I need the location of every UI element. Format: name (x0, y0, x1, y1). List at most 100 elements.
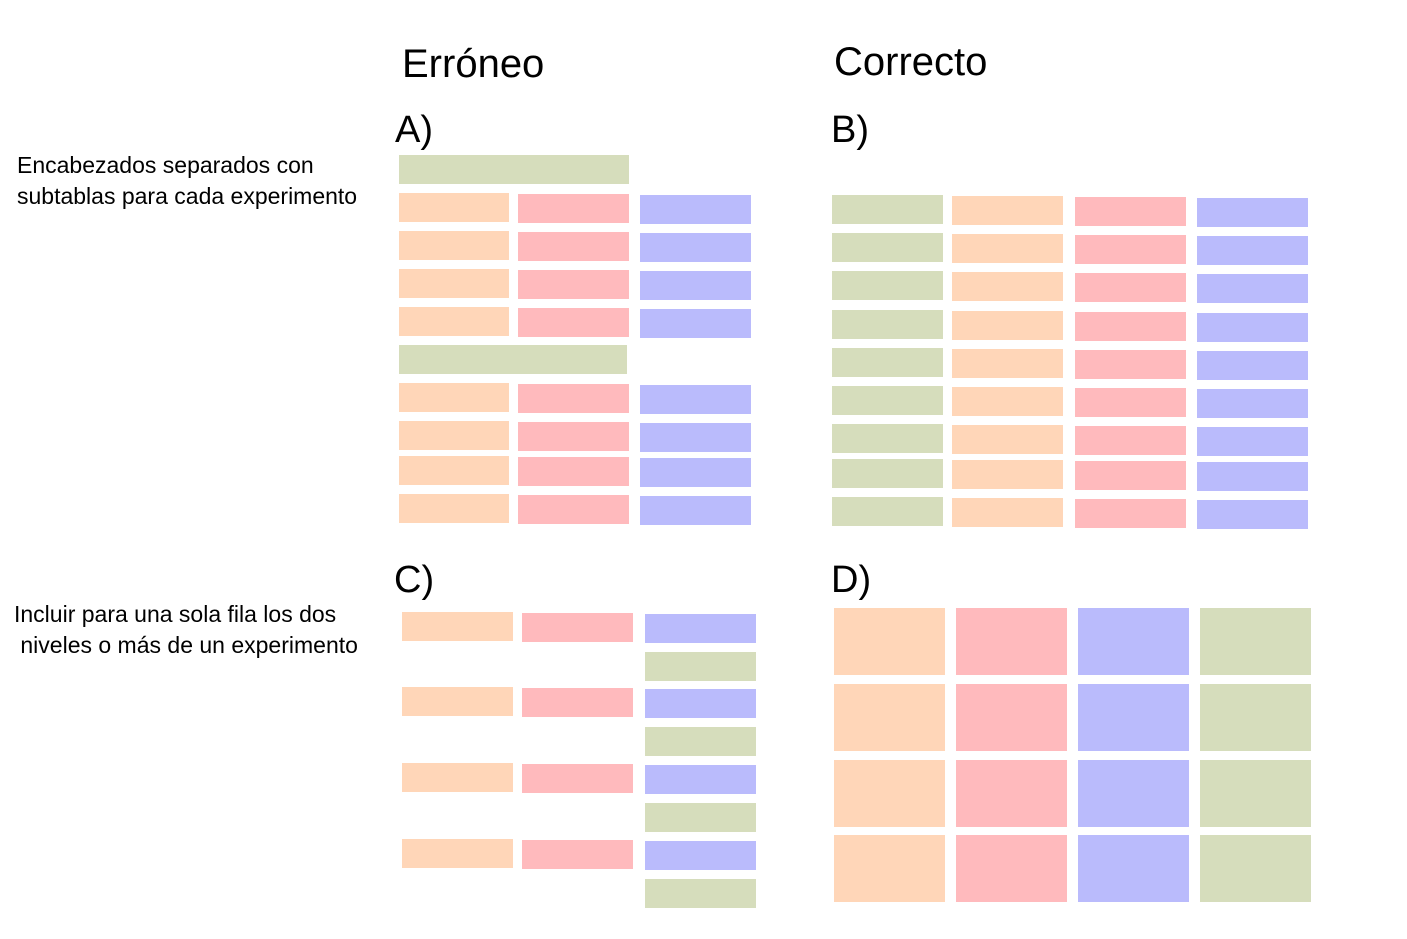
cell-blue (640, 309, 751, 338)
cell-green (832, 271, 943, 300)
cell-green (832, 386, 943, 415)
cell-peach (399, 494, 509, 523)
cell-peach (952, 498, 1063, 527)
cell-blue (1197, 389, 1308, 418)
cell-peach (834, 608, 945, 675)
cell-peach (834, 760, 945, 827)
cell-green (832, 348, 943, 377)
cell-pink (1075, 350, 1186, 379)
cell-green (1200, 835, 1311, 902)
cell-green (1200, 684, 1311, 751)
subtable-header (399, 345, 627, 374)
cell-peach (952, 311, 1063, 340)
cell-pink (956, 608, 1067, 675)
cell-green (645, 652, 756, 681)
cell-green (832, 310, 943, 339)
cell-blue (1078, 608, 1189, 675)
panel-label-d: D) (831, 559, 872, 601)
cell-blue (640, 496, 751, 525)
cell-green (832, 497, 943, 526)
cell-peach (402, 763, 513, 792)
cell-pink (1075, 312, 1186, 341)
header-correct: Correcto (834, 40, 988, 84)
cell-green (645, 727, 756, 756)
cell-blue (645, 614, 756, 643)
cell-green (832, 459, 943, 488)
cell-blue (1197, 500, 1308, 529)
cell-blue (640, 271, 751, 300)
cell-green (832, 424, 943, 453)
cell-peach (952, 196, 1063, 225)
cell-blue (645, 765, 756, 794)
cell-peach (952, 460, 1063, 489)
cell-peach (952, 425, 1063, 454)
panel-label-c: C) (394, 559, 435, 601)
cell-pink (518, 495, 629, 524)
cell-peach (399, 456, 509, 485)
cell-peach (402, 612, 513, 641)
cell-peach (834, 684, 945, 751)
cell-green (1200, 608, 1311, 675)
cell-pink (1075, 388, 1186, 417)
cell-pink (518, 457, 629, 486)
cell-blue (1197, 462, 1308, 491)
cell-blue (640, 423, 751, 452)
cell-peach (399, 307, 509, 336)
cell-pink (522, 688, 633, 717)
cell-pink (1075, 235, 1186, 264)
cell-green (832, 195, 943, 224)
cell-peach (952, 272, 1063, 301)
cell-peach (834, 835, 945, 902)
cell-blue (640, 385, 751, 414)
cell-peach (399, 231, 509, 260)
cell-green (1200, 760, 1311, 827)
cell-green (645, 879, 756, 908)
cell-blue (1197, 313, 1308, 342)
cell-blue (1078, 684, 1189, 751)
cell-blue (640, 195, 751, 224)
cell-blue (1078, 760, 1189, 827)
cell-blue (1197, 427, 1308, 456)
cell-pink (518, 232, 629, 261)
cell-pink (522, 840, 633, 869)
cell-peach (952, 234, 1063, 263)
cell-green (645, 803, 756, 832)
note-single-row-levels: Incluir para una sola fila los dos nivel… (14, 601, 358, 658)
cell-pink (1075, 426, 1186, 455)
cell-pink (956, 760, 1067, 827)
cell-pink (522, 613, 633, 642)
cell-blue (1197, 351, 1308, 380)
cell-blue (1078, 835, 1189, 902)
cell-peach (402, 839, 513, 868)
cell-blue (645, 689, 756, 718)
cell-blue (1197, 274, 1308, 303)
panel-label-a: A) (395, 109, 433, 151)
cell-pink (1075, 499, 1186, 528)
cell-blue (640, 458, 751, 487)
cell-blue (1197, 198, 1308, 227)
cell-pink (518, 194, 629, 223)
cell-pink (1075, 197, 1186, 226)
cell-peach (402, 687, 513, 716)
cell-peach (399, 269, 509, 298)
panel-label-b: B) (831, 109, 869, 151)
cell-blue (1197, 236, 1308, 265)
cell-peach (952, 349, 1063, 378)
cell-pink (1075, 461, 1186, 490)
cell-pink (518, 384, 629, 413)
subtable-header (399, 155, 629, 184)
cell-pink (956, 684, 1067, 751)
note-separate-headers: Encabezados separados con subtablas para… (17, 152, 358, 209)
cell-peach (952, 387, 1063, 416)
cell-pink (518, 270, 629, 299)
cell-pink (956, 835, 1067, 902)
cell-peach (399, 193, 509, 222)
header-wrong: Erróneo (402, 42, 545, 86)
cell-pink (522, 764, 633, 793)
cell-blue (640, 233, 751, 262)
cell-peach (399, 421, 509, 450)
cell-peach (399, 383, 509, 412)
cell-pink (518, 422, 629, 451)
cell-pink (518, 308, 629, 337)
cell-pink (1075, 273, 1186, 302)
